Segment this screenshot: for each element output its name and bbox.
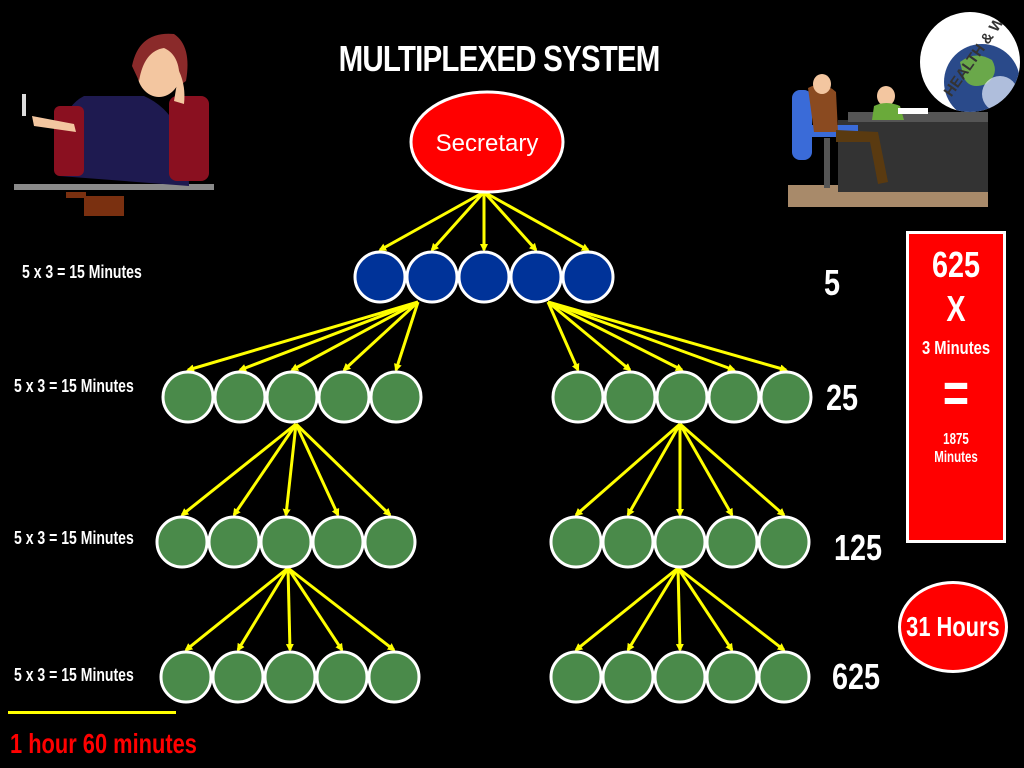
- arrow-blue-left-5: [394, 301, 420, 372]
- total-underline: [8, 711, 176, 714]
- green-left-level2-node-5: [369, 370, 423, 424]
- green-right-level3-node-3: [653, 515, 707, 569]
- arrow-blue-left-2: [238, 300, 419, 372]
- green-left-level4-node-4: [315, 650, 369, 704]
- arrow-left-l3-4: [286, 567, 344, 652]
- green-right-level2-node-1: [551, 370, 605, 424]
- hours-badge-label: 31 Hours: [906, 611, 1000, 642]
- arrow-left-l3-3: [285, 567, 294, 652]
- globe-logo: HEALTH & W: [920, 12, 1020, 112]
- calc-result: 1875 Minutes: [934, 431, 978, 466]
- green-right-level2-node-4: [707, 370, 761, 424]
- green-right-level3-node-4: [705, 515, 759, 569]
- hours-badge: 31 Hours: [898, 581, 1008, 673]
- count-level-3: 125: [834, 527, 883, 568]
- row-label-3: 5 x 3 = 15 Minutes: [14, 528, 134, 548]
- arrow-blue-right-5: [547, 300, 788, 373]
- arrow-right-l2-1: [574, 422, 681, 517]
- arrow-left-l2-5: [294, 422, 392, 517]
- arrow-blue-right-3: [547, 300, 684, 372]
- arrow-secretary-1: [378, 190, 485, 252]
- green-right-level2-node-3: [655, 370, 709, 424]
- blue-row-node-2: [405, 250, 459, 304]
- page-title: MULTIPLEXED SYSTEM: [338, 38, 661, 79]
- calc-times: X: [946, 288, 966, 329]
- arrow-left-l2-3: [282, 423, 298, 517]
- green-right-level4-node-2: [601, 650, 655, 704]
- count-level-2: 25: [826, 377, 859, 418]
- green-right-level4-node-5: [757, 650, 811, 704]
- green-right-level4-node-4: [705, 650, 759, 704]
- arrow-blue-left-4: [342, 300, 420, 372]
- green-left-level2-node-4: [317, 370, 371, 424]
- arrows-group: [180, 190, 788, 652]
- green-right-level3-node-5: [757, 515, 811, 569]
- arrow-left-l2-4: [294, 423, 340, 517]
- arrow-left-l3-1: [184, 566, 289, 652]
- row-label-1: 5 x 3 = 15 Minutes: [22, 262, 142, 282]
- arrow-right-l3-4: [676, 567, 734, 652]
- green-left-level4-node-3: [263, 650, 317, 704]
- blue-row-node-4: [509, 250, 563, 304]
- green-right-level3-node-2: [601, 515, 655, 569]
- count-level-4: 625: [832, 656, 881, 697]
- arrow-right-l3-1: [574, 566, 679, 652]
- arrow-left-l3-5: [287, 566, 396, 652]
- blue-row-node-3: [457, 250, 511, 304]
- arrow-right-l2-2: [626, 423, 682, 517]
- blue-row-node-5: [561, 250, 615, 304]
- judge-clipart: [14, 33, 214, 216]
- calculation-box: 625 X 3 Minutes = 1875 Minutes: [906, 231, 1006, 543]
- row-label-2: 5 x 3 = 15 Minutes: [14, 376, 134, 396]
- calc-minutes: 3 Minutes: [921, 338, 991, 358]
- arrow-right-l3-2: [626, 567, 680, 652]
- arrow-left-l2-1: [180, 422, 297, 517]
- arrow-left-l3-2: [236, 567, 290, 652]
- green-left-level3-node-5: [363, 515, 417, 569]
- total-time: 1 hour 60 minutes: [10, 728, 197, 759]
- calc-top: 625: [931, 244, 981, 285]
- green-left-level3-node-3: [259, 515, 313, 569]
- nodes-group: [155, 250, 813, 704]
- green-left-level4-node-1: [159, 650, 213, 704]
- green-right-level2-node-5: [759, 370, 813, 424]
- count-level-1: 5: [824, 262, 841, 303]
- green-right-level4-node-1: [549, 650, 603, 704]
- secretary-node: [409, 90, 565, 194]
- arrow-right-l3-3: [675, 567, 684, 652]
- row-label-4: 5 x 3 = 15 Minutes: [14, 665, 134, 685]
- office-meeting-clipart: [788, 74, 988, 207]
- arrow-blue-right-2: [547, 300, 632, 372]
- secretary-label: Secretary: [436, 130, 539, 157]
- green-left-level4-node-5: [367, 650, 421, 704]
- arrow-secretary-2: [430, 190, 486, 252]
- green-left-level2-node-2: [213, 370, 267, 424]
- arrow-secretary-5: [483, 190, 590, 252]
- arrow-blue-left-1: [186, 300, 419, 373]
- arrow-right-l2-4: [678, 423, 734, 517]
- green-left-level2-node-1: [161, 370, 215, 424]
- arrow-blue-right-1: [546, 301, 580, 372]
- green-right-level2-node-2: [603, 370, 657, 424]
- green-left-level4-node-2: [211, 650, 265, 704]
- arrow-right-l3-5: [677, 566, 786, 652]
- calc-equals: =: [942, 361, 970, 424]
- arrow-secretary-4: [482, 190, 538, 252]
- green-left-level3-node-1: [155, 515, 209, 569]
- green-right-level3-node-1: [549, 515, 603, 569]
- blue-row-node-1: [353, 250, 407, 304]
- green-left-level3-node-2: [207, 515, 261, 569]
- arrow-left-l2-2: [232, 423, 298, 517]
- green-right-level4-node-3: [653, 650, 707, 704]
- green-left-level3-node-4: [311, 515, 365, 569]
- arrow-right-l2-5: [679, 422, 786, 517]
- green-left-level2-node-3: [265, 370, 319, 424]
- arrow-blue-left-3: [290, 300, 419, 372]
- arrow-blue-right-4: [547, 300, 736, 372]
